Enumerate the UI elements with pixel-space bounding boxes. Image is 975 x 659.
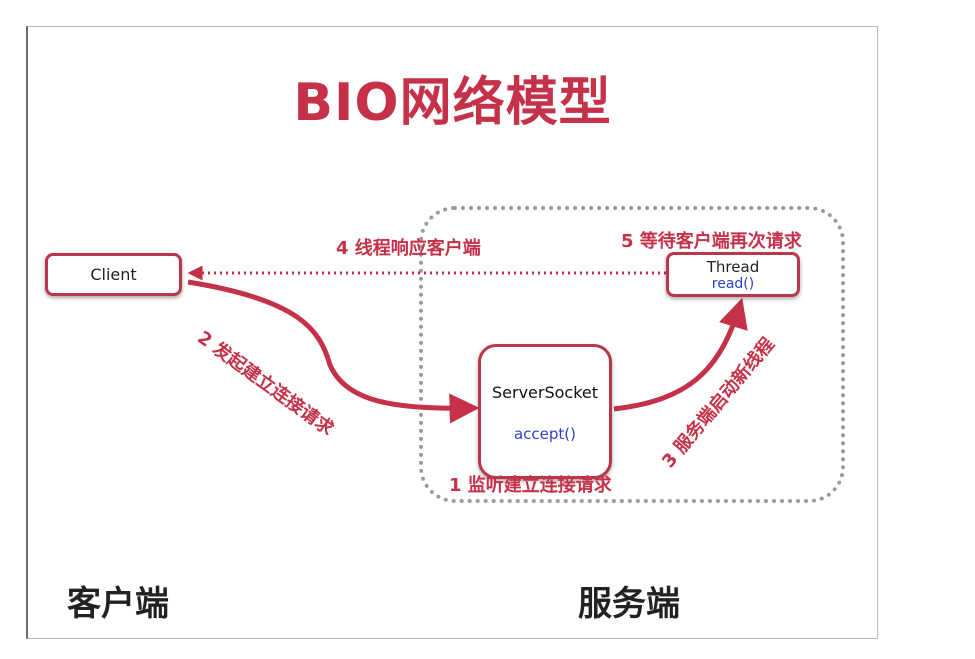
diagram-title: BIO网络模型 <box>293 73 612 133</box>
client-box: Client <box>45 253 182 296</box>
diagram-frame <box>26 26 878 639</box>
arrow-client-to-serversocket <box>187 279 480 424</box>
serversocket-label: ServerSocket <box>491 383 599 402</box>
thread-label: Thread <box>706 258 760 276</box>
server-side-label: 服务端 <box>578 584 680 624</box>
step-5-label: 5 等待客户端再次请求 <box>621 231 802 252</box>
server-region <box>419 206 845 503</box>
thread-method: read() <box>711 276 755 292</box>
client-side-label: 客户端 <box>67 584 169 624</box>
serversocket-method: accept() <box>513 425 577 443</box>
step-1-label: 1 监听建立连接请求 <box>449 475 612 496</box>
arrow-serversocket-to-thread <box>613 297 748 412</box>
thread-box: Thread read() <box>666 252 800 297</box>
client-label: Client <box>90 265 137 284</box>
step-4-label: 4 线程响应客户端 <box>336 238 481 259</box>
serversocket-box: ServerSocket accept() <box>478 344 612 479</box>
